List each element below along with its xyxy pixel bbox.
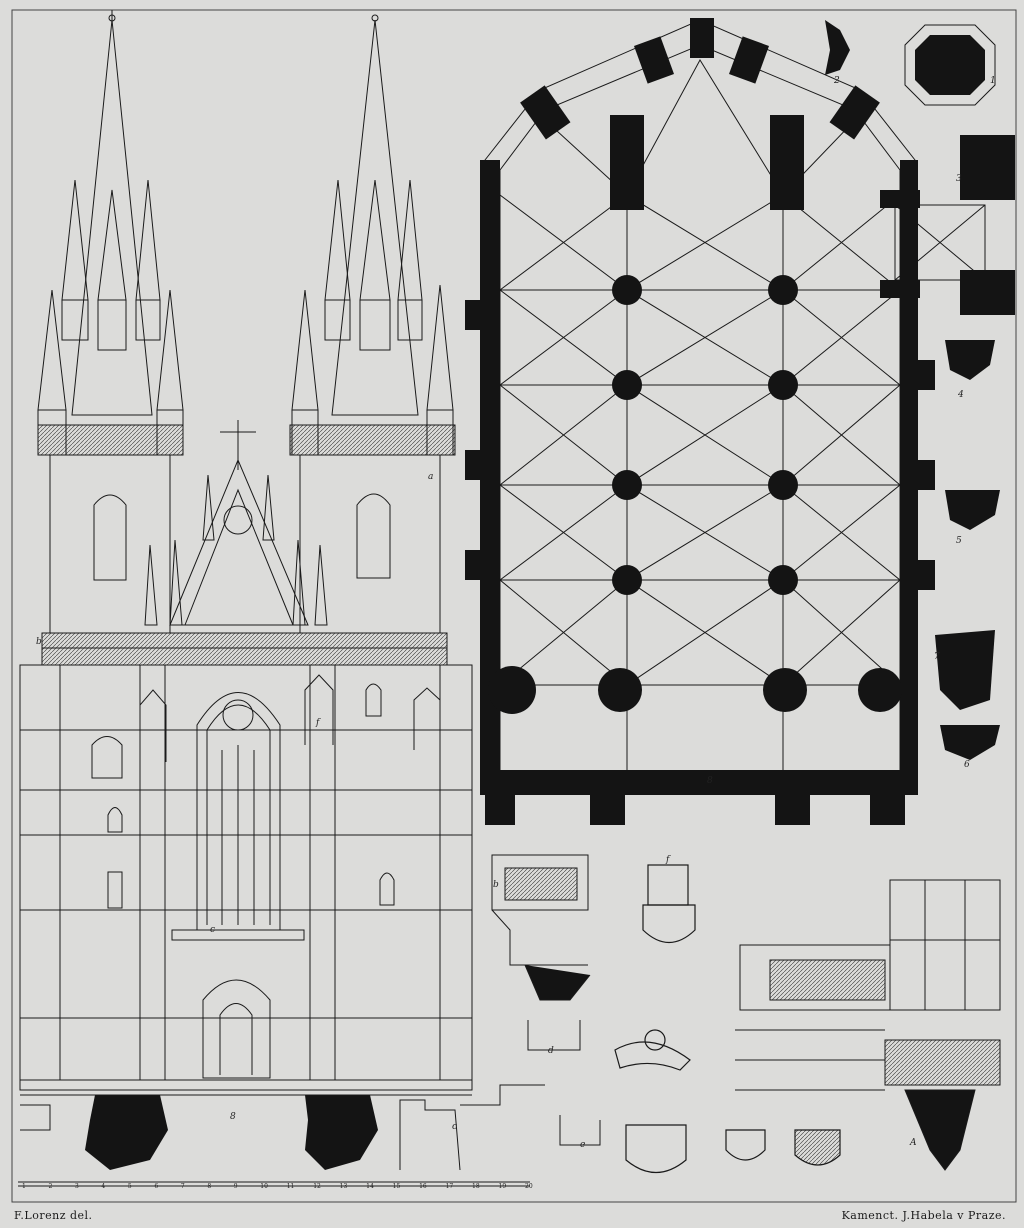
base-sections [85,1095,378,1170]
left-tower [49,454,171,634]
scale-tick-label: 18 [472,1183,480,1190]
moulding-profiles [20,1020,601,1171]
scale-tick-label: 3 [74,1183,79,1190]
profile-details [825,20,1000,760]
label-6: 6 [964,760,970,770]
arms-bird [725,1129,766,1161]
label-a-facade: a [428,472,434,482]
label-c-facade: c [210,925,216,935]
left-tower-window [93,494,127,581]
scale-tick-label: 1 [22,1183,26,1190]
arms-grid [794,1129,841,1166]
scale-bar [18,1181,530,1187]
right-main-spire [331,19,419,416]
scale-tick-label: 6 [154,1183,159,1190]
label-5: 5 [956,536,962,546]
plan-piers [465,18,1015,825]
arms-towers [642,904,696,943]
scale-tick-label: 8 [207,1183,212,1190]
scale-tick-label: 19 [498,1183,507,1190]
right-tower-window [356,493,391,579]
label-e-detail: e [580,1140,586,1150]
label-3: 3 [956,174,962,184]
scale-tick-label: 15 [392,1183,401,1190]
scale-tick-label: 2 [48,1183,53,1190]
arms-crowned [625,1124,687,1173]
scale-tick-label: 5 [127,1183,132,1190]
central-gable [169,458,309,626]
label-c-detail: c [452,1122,458,1132]
label-8-plan: 8 [707,776,713,786]
scale-tick-label: 7 [180,1183,185,1190]
label-f-facade: f [316,718,320,728]
coats-of-arms [614,864,841,1173]
scale-tick-label: 4 [101,1183,106,1190]
label-8-base: 8 [230,1112,236,1122]
balustrade-detail [735,879,1001,1171]
workshop-credit: Kamenct. J.Habela v Praze. [841,1209,1006,1222]
sheet-border [11,9,1017,1203]
label-A-detail: A [910,1138,917,1148]
label-b-facade: b [36,637,42,647]
author-credit: F.Lorenz del. [14,1209,93,1222]
scale-tick-label: 14 [366,1183,374,1190]
scale-tick-label: 13 [339,1183,348,1190]
label-1: 1 [990,76,996,86]
portal [202,979,271,1079]
label-d-detail: d [548,1046,554,1056]
scale-tick-label: 16 [419,1183,427,1190]
left-main-spire [71,19,153,416]
cornice-section [491,854,591,1001]
great-west-window [196,692,281,931]
scale-tick-label: 12 [313,1183,321,1190]
crowned-bust [614,1041,691,1071]
label-7: 7 [934,652,940,662]
label-f-detail: f [666,855,670,865]
scale-tick-label: 11 [286,1183,295,1190]
right-tower [299,454,441,634]
label-2: 2 [834,76,840,86]
scale-tick-label: 20 [525,1183,533,1190]
scale-tick-label: 9 [233,1183,238,1190]
gallery-balustrade [41,632,448,666]
church-facade-elevation [19,10,473,1091]
label-4: 4 [958,390,964,400]
scale-tick-label: 10 [260,1183,268,1190]
scale-tick-label: 17 [445,1183,454,1190]
label-b-detail: b [493,880,499,890]
